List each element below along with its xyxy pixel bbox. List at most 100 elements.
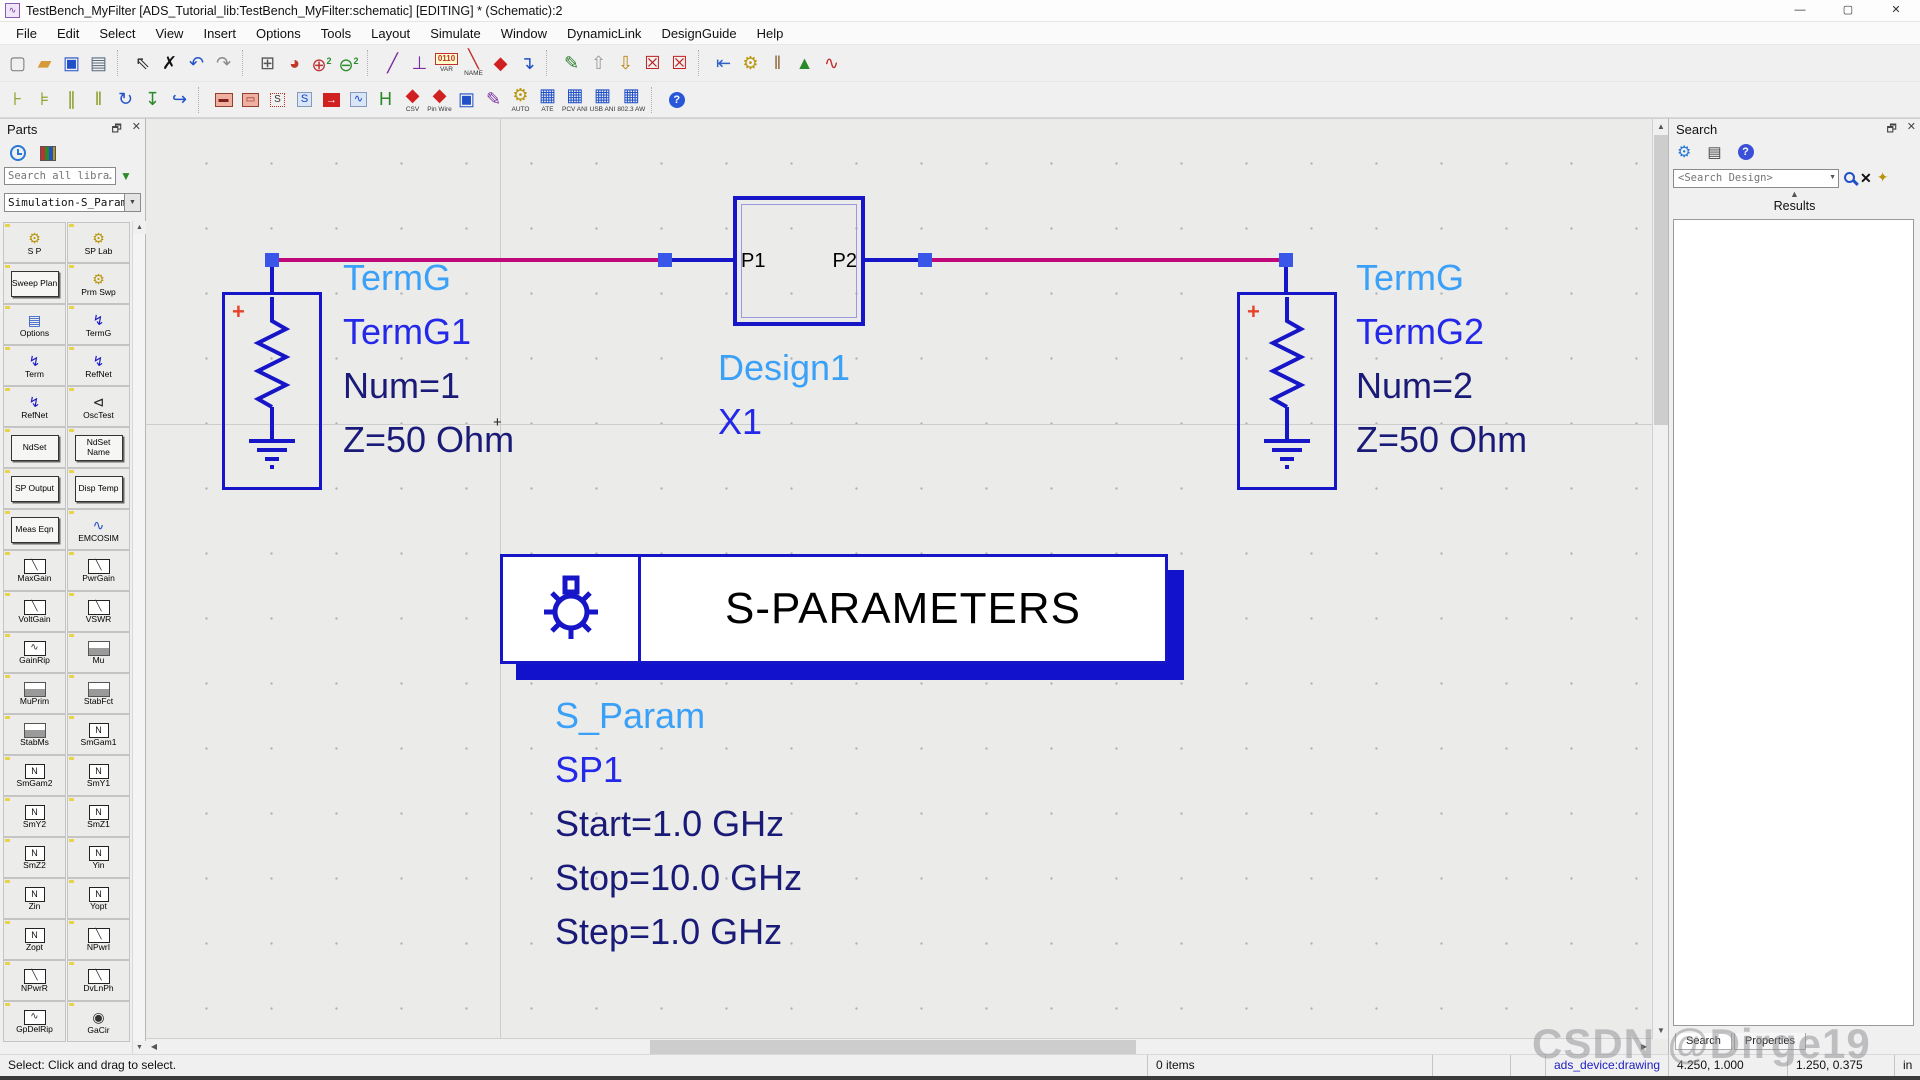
ate-toolkit-icon[interactable]: ▦ATE [538, 85, 556, 114]
select-pointer-icon[interactable]: ⇖ [134, 52, 151, 73]
new-design-icon[interactable]: ▢ [8, 52, 26, 73]
part-gpdelrip[interactable]: ∿GpDelRip [3, 1001, 66, 1042]
data-display-icon[interactable]: ▲ [795, 52, 814, 73]
design1-name-label[interactable]: X1 [718, 401, 763, 442]
sparam-labels[interactable]: S_Param SP1 Start=1.0 GHz Stop=10.0 GHz … [555, 689, 802, 959]
spectrum-view-icon[interactable]: ∿ [345, 84, 372, 116]
recent-parts-icon[interactable] [10, 145, 26, 161]
redo-icon[interactable]: ↷ [215, 52, 232, 73]
close-panel-icon[interactable]: ✕ [131, 120, 141, 133]
part-gainrip[interactable]: ∿GainRip [3, 632, 66, 673]
search-magnifier-icon[interactable] [1844, 172, 1855, 184]
pcv-ani-toolkit-icon[interactable]: ▦PCV ANI [562, 85, 588, 114]
port-left-icon[interactable]: ⊦ [12, 89, 23, 109]
filter-funnel-icon[interactable]: ▼ [120, 169, 132, 183]
pin-node-term2[interactable] [1279, 253, 1293, 267]
part-npwri[interactable]: ╲NPwrI [67, 919, 130, 960]
save-design-icon[interactable]: ▣ [62, 52, 80, 73]
float-panel-icon[interactable]: 🗗 [111, 122, 122, 135]
insert-wire-icon[interactable]: ╱ [387, 52, 398, 73]
design1-subcircuit[interactable]: P1 P2 [733, 196, 865, 326]
part-gacir[interactable]: ◉GaCir [67, 1001, 130, 1042]
export-data-icon[interactable]: → [318, 84, 345, 116]
wire-term1-to-design[interactable] [279, 258, 662, 262]
print-icon[interactable]: ▤ [89, 52, 107, 73]
push-pop-reference-icon[interactable]: ↪ [171, 89, 188, 109]
part-disp-temp[interactable]: Disp Temp [67, 468, 130, 509]
term1-labels[interactable]: TermG TermG1 Num=1 Z=50 Ohm [343, 251, 514, 467]
term1-param-num[interactable]: Num=1 [343, 365, 461, 406]
results-area[interactable] [1673, 219, 1914, 1026]
rotate-item-icon[interactable]: ↻ [117, 89, 134, 109]
canvas-grid[interactable]: + + [146, 119, 1652, 1039]
ieee8023-toolkit-icon[interactable]: ▦802.3 AW [617, 85, 646, 114]
pin-wire-icon[interactable]: ◆Pin Wire [427, 85, 452, 114]
wire-junction1-to-design[interactable] [662, 258, 737, 262]
term1-component[interactable]: + [222, 292, 322, 490]
term2-type-label[interactable]: TermG [1356, 257, 1464, 298]
search-advanced-icon[interactable]: ✦ [1876, 169, 1889, 186]
delete-item-icon[interactable]: ✗ [161, 52, 178, 73]
probe-icon[interactable]: ‖ [773, 52, 782, 73]
maximize-button[interactable]: ▢ [1842, 3, 1854, 16]
part-osctest[interactable]: ⊲OscTest [67, 386, 130, 427]
term2-component[interactable]: + [1237, 292, 1337, 490]
part-npwrr[interactable]: ╲NPwrR [3, 960, 66, 1001]
part-refnet[interactable]: ↯RefNet [67, 345, 130, 386]
part-refnet[interactable]: ↯RefNet [3, 386, 66, 427]
s-matrix-check-icon[interactable]: S [291, 84, 318, 116]
canvas-vscroll-thumb[interactable] [1654, 135, 1668, 425]
schematic-canvas[interactable]: + + [146, 118, 1668, 1054]
menu-item-options[interactable]: Options [255, 25, 301, 41]
menu-item-file[interactable]: File [16, 25, 37, 41]
push-into-hierarchy-icon[interactable]: ↴ [519, 52, 536, 73]
microstrip-line-a-icon[interactable]: ▬ [210, 84, 237, 116]
canvas-scroll-up-icon[interactable]: ▲ [1657, 122, 1665, 131]
part-term[interactable]: ↯Term [3, 345, 66, 386]
part-prm-swp[interactable]: ⚙Prm Swp [67, 263, 130, 304]
deactivate-restore-icon[interactable]: ☒ [671, 52, 688, 73]
menu-item-view[interactable]: View [155, 25, 184, 41]
canvas-vertical-scrollbar[interactable]: ▲ ▼ [1652, 119, 1668, 1039]
part-stabms[interactable]: StabMs [3, 714, 66, 755]
part-vswr[interactable]: ╲VSWR [67, 591, 130, 632]
auto-place-icon[interactable]: ⚙AUTO [511, 85, 530, 114]
tab-search[interactable]: Search [1675, 1033, 1732, 1050]
search-design-input[interactable] [1673, 168, 1839, 188]
menu-item-help[interactable]: Help [756, 25, 784, 41]
term1-name-label[interactable]: TermG1 [343, 311, 472, 352]
pin-node-junction1[interactable] [658, 253, 672, 267]
search-clear-icon[interactable]: ✕ [1860, 169, 1872, 186]
design1-type-label[interactable]: Design1 [718, 347, 851, 388]
part-dvlnph[interactable]: ╲DvLnPh [67, 960, 130, 1001]
zoom-in-x2-icon[interactable]: ⊕2 [311, 54, 332, 75]
term2-labels[interactable]: TermG TermG2 Num=2 Z=50 Ohm [1356, 251, 1527, 467]
part-s-p[interactable]: ⚙S P [3, 222, 66, 263]
part-sweep-plan[interactable]: Sweep Plan [3, 263, 66, 304]
usb-ani-toolkit-icon[interactable]: ▦USB ANI [589, 85, 616, 114]
parts-scrollbar[interactable]: ▲ ▼ [132, 221, 146, 1054]
search-help-icon[interactable]: ? [1737, 144, 1754, 160]
canvas-scroll-down-icon[interactable]: ▼ [1657, 1026, 1665, 1035]
parts-category-dropdown[interactable]: Simulation-S_Param [4, 193, 125, 212]
parts-category-dropdown-arrow[interactable]: ▼ [125, 193, 141, 212]
sparam-step[interactable]: Step=1.0 GHz [555, 911, 783, 952]
insert-pin-icon[interactable]: ◆ [493, 52, 508, 73]
csv-export-icon[interactable]: ◆CSV [405, 85, 420, 114]
sparam-stop[interactable]: Stop=10.0 GHz [555, 857, 803, 898]
part-termg[interactable]: ↯TermG [67, 304, 130, 345]
part-options[interactable]: ▤Options [3, 304, 66, 345]
wire-label-icon[interactable]: ╲NAME [464, 48, 483, 77]
port-pair-icon[interactable]: ∥ [67, 89, 76, 109]
term2-name-label[interactable]: TermG2 [1356, 311, 1485, 352]
microstrip-line-b-icon[interactable]: ▭ [237, 84, 264, 116]
part-sp-output[interactable]: SP Output [3, 468, 66, 509]
simulation-setup-icon[interactable]: ⇩ [617, 52, 634, 73]
part-ndset-name[interactable]: NdSet Name [67, 427, 130, 468]
